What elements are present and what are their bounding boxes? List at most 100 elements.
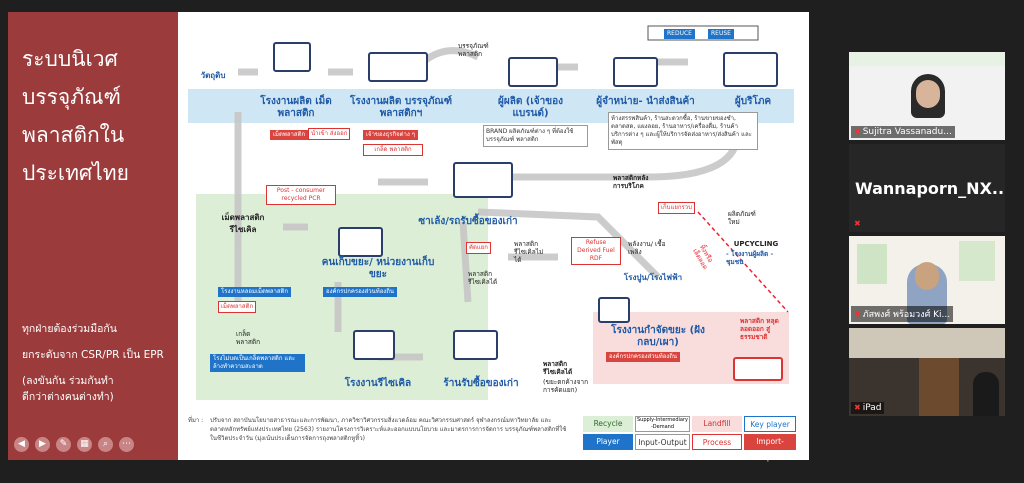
wall-art [959, 241, 995, 281]
consumers-icon [723, 52, 778, 87]
pellet-factory-tag: โรงงานหลอมเม็ดพลาสติก [218, 287, 292, 297]
participant-name-text: ภัสพงศ์ พร้อมวงศ์ Ki... [862, 310, 951, 320]
face [916, 80, 940, 108]
video-banner [849, 52, 1005, 66]
consumer-node: ผู้บริโภค [734, 96, 772, 107]
upcycling-list: - โรงงานผู้ผลิต - ชุมชน [726, 250, 774, 266]
legend-landfill: Landfill [692, 416, 742, 432]
participant-name: ✖ภัสพงศ์ พร้อมวงศ์ Ki... [851, 306, 954, 322]
motorcycle-icon [453, 162, 513, 198]
packaging-label: บรรจุภัณฑ์ พลาสติก [458, 42, 489, 58]
participant-mic: ✖ [851, 218, 866, 230]
next-slide-icon[interactable]: ▶ [35, 437, 50, 452]
title-line: ระบบนิเวศ [22, 47, 118, 71]
note-line: ยกระดับจาก CSR/PR เป็น EPR [22, 349, 164, 361]
sorting-factory-tag: โรงไม่บดเป็นเกล็ดพลาสติก และล้างทำความสะ… [210, 354, 305, 372]
more-icon[interactable]: ⋯ [119, 437, 134, 452]
collector-node: ซาเล้ง/รถรับซื้อของเก่า [418, 216, 518, 227]
participant-tile[interactable]: Wannaporn_NX... ✖ [849, 144, 1005, 232]
resin-factory-node: โรงงานผลิต เม็ดพลาสติก [260, 96, 332, 119]
source-footnote: ที่มา : ปรับจาก สถาบันนโยบายสาธารณะและกา… [188, 416, 568, 443]
producer-node: ผู้ผลิต (เจ้าของแบรนด์) [497, 96, 563, 119]
participant-tile[interactable]: ✖Sujitra Vassanadu... [849, 52, 1005, 140]
recycle-factory-node: โรงงานรีไซเคิล [344, 378, 412, 389]
leak-label: พลาสติก หลุดลอดออก สู่ธรรมชาติ [740, 317, 779, 341]
after-use-label: พลาสติกหลัง การบริโภค [613, 174, 649, 190]
participant-tile[interactable]: ✖ภัสพงศ์ พร้อมวงศ์ Ki... [849, 236, 1005, 324]
participant-name-text: iPad [862, 403, 882, 413]
cement-plant-node: โรงปูน/โรงไฟฟ้า [623, 273, 683, 282]
local-gov-tag: องค์กรปกครองส่วนท้องถิ่น [323, 287, 397, 297]
rdf-tag: Refuse Derived Fuel RDF [571, 237, 621, 265]
raw-material-node: วัตถุดิบ [198, 70, 228, 82]
slide-title: ระบบนิเวศ บรรจุภัณฑ์ พลาสติกใน ประเทศไทย [22, 40, 172, 192]
mic-muted-icon: ✖ [854, 403, 861, 412]
reduce-tag: REDUCE [664, 29, 695, 39]
source-text: ปรับจาก สถาบันนโยบายสาธารณะและการพัฒนา, … [210, 417, 567, 442]
note-line: (ลงขันกัน ร่วมกันทำ [22, 375, 114, 387]
grid-icon[interactable]: ▦ [77, 437, 92, 452]
reuse-tag: REUSE [708, 29, 734, 39]
junk-shop-icon [453, 330, 498, 360]
participant-name-text: Sujitra Vassanadu... [862, 127, 952, 137]
fish-icon [733, 357, 783, 381]
flake-label: เกล็ด พลาสติก [236, 330, 261, 346]
ecosystem-diagram: วัตถุดิบ โรงงานผลิต เม็ดพลาสติก โรงงานผล… [178, 12, 809, 462]
waste-collector-node: คนเก็บขยะ/ หน่วยงานเก็บขยะ [321, 257, 435, 280]
shop-icon [613, 57, 658, 87]
face [915, 262, 939, 290]
door [919, 358, 959, 416]
legend-process: Process [692, 434, 742, 450]
mic-muted-icon: ✖ [854, 310, 861, 319]
owner-tag: เจ้าของธุรกิจต่าง ๆ [363, 130, 418, 140]
participant-tile[interactable]: ✖iPad [849, 328, 1005, 416]
title-line: บรรจุภัณฑ์ [22, 85, 121, 109]
prev-slide-icon[interactable]: ◀ [14, 437, 29, 452]
zoom-icon[interactable]: ⌕ [98, 437, 113, 452]
mic-muted-icon: ✖ [854, 127, 861, 136]
upcycling-node: UPCYCLING [733, 240, 779, 248]
packaging-factory-node: โรงงานผลิต บรรจุภัณฑ์พลาสติกฯ [349, 96, 453, 119]
presentation-slide: ระบบนิเวศ บรรจุภัณฑ์ พลาสติกใน ประเทศไทย… [8, 12, 809, 462]
note-line: ทุกฝ่ายต้องร่วมมือกัน [22, 323, 117, 335]
non-recyclable-label: พลาสติก รีไซเคิลไม่ได้ [514, 240, 544, 264]
title-line: พลาสติกใน [22, 123, 125, 147]
legend-import-export: Import-Export [744, 434, 796, 462]
pellet-tag-2: เม็ดพลาสติก [218, 301, 257, 313]
energy-label: พลังงาน/ เชื้อเพลิง [628, 240, 666, 256]
legend-supply: Supply-Intermediary -Demand [635, 416, 690, 432]
recycled-pellet-node: เม็ดพลาสติก รีไซเคิล [221, 213, 265, 234]
slide-controls: ◀ ▶ ✎ ▦ ⌕ ⋯ [14, 437, 134, 452]
recyclable-label: พลาสติก รีไซเคิลได้ [468, 270, 498, 286]
recycle-factory-icon [353, 330, 395, 360]
flake-tag: เกล็ด พลาสติก [363, 144, 423, 156]
legend-key-player: Key player [744, 416, 796, 432]
import-export-tag: นำเข้า ส่งออก [308, 128, 351, 140]
ceiling [849, 328, 1005, 358]
participant-name: ✖iPad [851, 402, 885, 414]
participant-name-large: Wannaporn_NX... [855, 179, 1005, 198]
new-product-label: ผลิตภัณฑ์ ใหม่ [728, 210, 756, 226]
distributor-node: ผู้จำหน่าย- นำส่งสินค้า [596, 96, 695, 107]
signpost-icon [598, 297, 630, 323]
shop-note: ห้างสรรพสินค้า, ร้านสะดวกซื้อ, ร้านขายขอ… [608, 112, 758, 150]
slide-title-panel: ระบบนิเวศ บรรจุภัณฑ์ พลาสติกใน ประเทศไทย… [8, 12, 178, 460]
source-label: ที่มา : [188, 417, 204, 424]
garbage-truck-icon [338, 227, 383, 257]
factory-icon [273, 42, 311, 72]
residual-note: (ขยะตกค้างจาก การคัดแยก) [543, 378, 589, 394]
disposal-factory-node: โรงงานกำจัดขยะ (ฝังกลบ/เผา) [611, 325, 705, 348]
title-line: ประเทศไทย [22, 161, 129, 185]
wall-art [857, 244, 887, 284]
junk-shop-node: ร้านรับซื้อของเก่า [443, 378, 519, 389]
legend-io: Input-Output [635, 434, 690, 450]
legend-recycle: Recycle [583, 416, 633, 432]
note-line: ดีกว่าต่างคนต่างทำ) [22, 391, 114, 403]
collect-tag: เก็บแยกรวบ [658, 202, 695, 214]
legend-player: Player [583, 434, 633, 450]
truck-icon [508, 57, 558, 87]
pen-icon[interactable]: ✎ [56, 437, 71, 452]
pcr-tag: Post - consumer recycled PCR [266, 185, 336, 205]
mic-muted-icon: ✖ [854, 219, 861, 228]
brand-note: BRAND ผลิตภัณฑ์ต่าง ๆ ที่ต้องใช้บรรจุภัณ… [483, 125, 588, 147]
